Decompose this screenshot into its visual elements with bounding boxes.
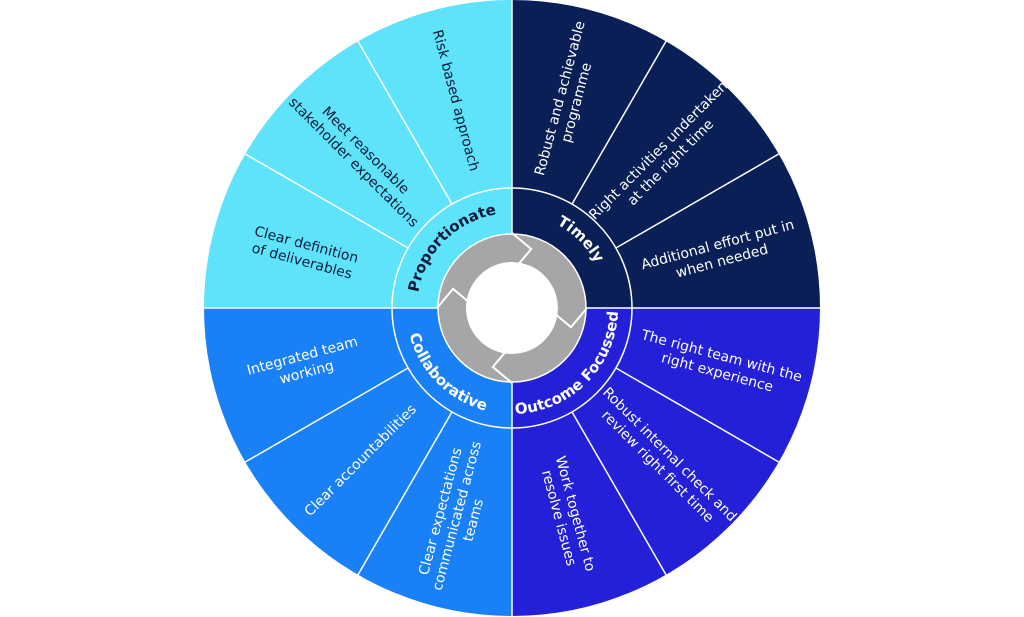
segment-divider (357, 411, 453, 576)
quadrant-outcome-focussed (512, 308, 820, 616)
cycle-ring (438, 234, 586, 382)
cycle-arrows-icon (436, 232, 588, 384)
segment-divider (244, 367, 409, 463)
inner-ring-border (391, 187, 633, 429)
segment-divider (615, 367, 780, 463)
segment-divider (571, 411, 667, 576)
cycle-arrow-notch (436, 287, 469, 309)
cycle-arrow-notch (555, 307, 588, 329)
quadrant-proportionate (204, 0, 512, 308)
cycle-outer-border (437, 233, 587, 383)
cycle-arrow-notch (511, 232, 533, 265)
quadrant-timely (512, 0, 820, 308)
quadrants (204, 0, 820, 616)
cycle-arrow-notch (491, 351, 513, 384)
segment-divider (571, 40, 667, 205)
center-hole (466, 262, 558, 354)
divider-lines (204, 0, 820, 616)
segment-divider (244, 153, 409, 249)
quadrant-collaborative (204, 308, 512, 616)
segment-divider (615, 153, 780, 249)
segment-divider (357, 40, 453, 205)
